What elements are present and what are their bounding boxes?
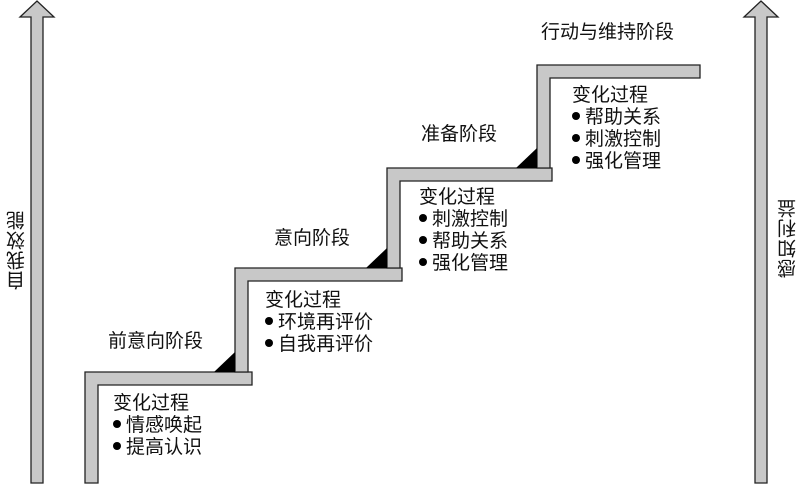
step-2-corner-wedge bbox=[366, 248, 387, 268]
bullet-icon bbox=[419, 213, 427, 222]
process-item: 提高认识 bbox=[113, 436, 202, 458]
step-4-shape bbox=[536, 64, 701, 169]
process-item: 强化管理 bbox=[419, 252, 508, 274]
stage-4-name: 行动与维持阶段 bbox=[541, 21, 675, 43]
stage-2-process-title: 变化过程 bbox=[265, 289, 342, 311]
process-item: 刺激控制 bbox=[419, 208, 508, 230]
step-2-shape bbox=[234, 267, 403, 373]
bullet-icon bbox=[113, 419, 121, 428]
process-label: 强化管理 bbox=[432, 252, 509, 274]
stage-2-name: 意向阶段 bbox=[274, 227, 351, 249]
self-efficacy-arrow bbox=[18, 0, 56, 484]
process-label: 刺激控制 bbox=[585, 128, 662, 150]
stage-3-processes: 变化过程 刺激控制 帮助关系 强化管理 bbox=[419, 186, 508, 274]
process-item: 帮助关系 bbox=[572, 106, 661, 128]
bullet-icon bbox=[419, 235, 427, 244]
process-label: 帮助关系 bbox=[432, 230, 509, 252]
stage-1-process-title: 变化过程 bbox=[113, 392, 190, 414]
process-item: 强化管理 bbox=[572, 150, 661, 172]
stage-1-name: 前意向阶段 bbox=[108, 330, 204, 352]
step-3-corner-wedge bbox=[516, 148, 537, 168]
process-label: 提高认识 bbox=[126, 436, 203, 458]
bullet-icon bbox=[572, 111, 580, 120]
self-efficacy-label: 自我效能 bbox=[6, 210, 28, 290]
bullet-icon bbox=[113, 441, 121, 450]
step-1-corner-wedge bbox=[214, 352, 235, 372]
process-label: 帮助关系 bbox=[585, 106, 662, 128]
stage-2-processes: 变化过程 环境再评价 自我再评价 bbox=[265, 289, 373, 355]
process-item: 帮助关系 bbox=[419, 230, 508, 252]
step-3-shape bbox=[386, 167, 553, 269]
perceived-benefit-arrow bbox=[742, 0, 780, 484]
process-item: 环境再评价 bbox=[265, 311, 373, 333]
process-label: 强化管理 bbox=[585, 150, 662, 172]
bullet-icon bbox=[265, 338, 273, 347]
process-label: 刺激控制 bbox=[432, 208, 509, 230]
stage-4-process-title: 变化过程 bbox=[572, 84, 649, 106]
stage-4-processes: 变化过程 帮助关系 刺激控制 强化管理 bbox=[572, 84, 661, 172]
bullet-icon bbox=[419, 257, 427, 266]
process-item: 自我再评价 bbox=[265, 333, 373, 355]
bullet-icon bbox=[572, 133, 580, 142]
stage-3-name: 准备阶段 bbox=[421, 123, 498, 145]
bullet-icon bbox=[265, 316, 273, 325]
process-label: 环境再评价 bbox=[278, 311, 374, 333]
perceived-benefit-label: 感知利益 bbox=[777, 198, 799, 278]
process-label: 情感唤起 bbox=[126, 414, 203, 436]
process-item: 刺激控制 bbox=[572, 128, 661, 150]
bullet-icon bbox=[572, 155, 580, 164]
stage-3-process-title: 变化过程 bbox=[419, 186, 496, 208]
process-label: 自我再评价 bbox=[278, 333, 374, 355]
stage-1-processes: 变化过程 情感唤起 提高认识 bbox=[113, 392, 202, 458]
step-1-shape bbox=[84, 371, 253, 484]
process-item: 情感唤起 bbox=[113, 414, 202, 436]
